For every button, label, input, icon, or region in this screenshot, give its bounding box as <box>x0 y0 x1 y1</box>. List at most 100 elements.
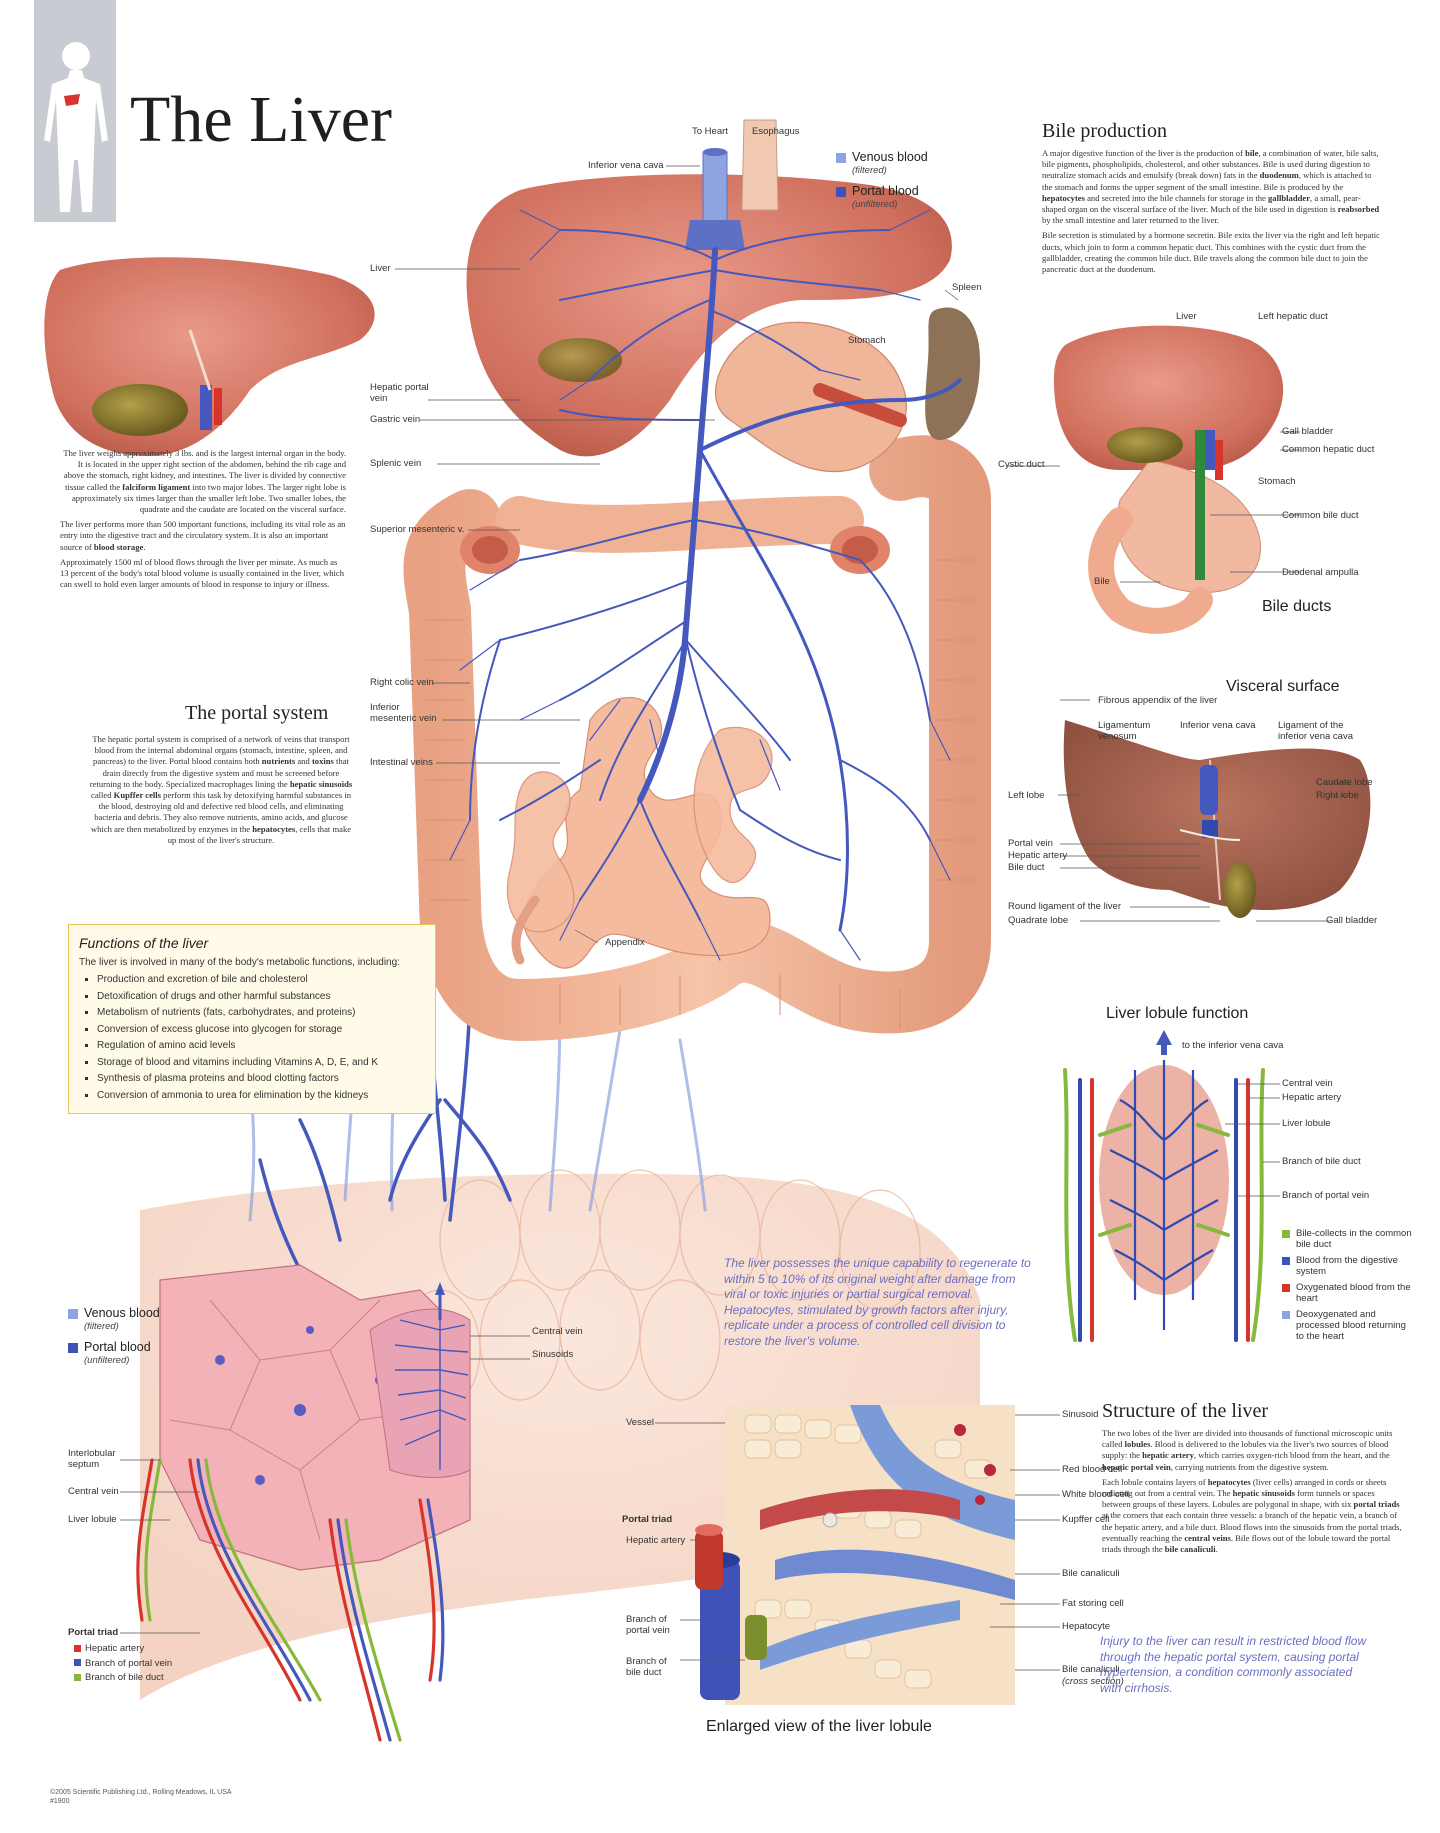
inferior-vena-cava <box>702 151 728 226</box>
label-splenic-vein: Splenic vein <box>370 458 422 469</box>
label-inferior-vena-cava: Inferior vena cava <box>588 160 664 171</box>
triad-item-artery: Hepatic artery <box>74 1642 172 1657</box>
ll-label-sinusoids: Sinusoids <box>532 1349 574 1360</box>
bd-label-left-hepatic: Left hepatic duct <box>1258 311 1328 322</box>
bd-label-liver: Liver <box>1176 311 1197 322</box>
structure-paragraph-1: The two lobes of the liver are divided i… <box>1102 1428 1393 1472</box>
function-item: Production and excretion of bile and cho… <box>97 972 425 989</box>
lobule-legend-item: Bile-collects in the common bile duct <box>1282 1228 1412 1250</box>
vs-label-caudate: Caudate lobe <box>1316 777 1373 788</box>
bile-ducts-heading: Bile ducts <box>1262 598 1332 615</box>
bile-ducts-figure <box>1053 325 1284 634</box>
bile-paragraph-2: Bile secretion is stimulated by a hormon… <box>1042 230 1380 275</box>
legend-portal: Portal blood <box>836 184 928 198</box>
lobule-legend: Bile-collects in the common bile duct Bl… <box>1282 1228 1412 1342</box>
vs-label-quadrate: Quadrate lobe <box>1008 915 1069 926</box>
el-label-bile-canaliculi: Bile canaliculi <box>1062 1568 1120 1579</box>
regenerate-note: The liver possesses the unique capabilit… <box>724 1256 1031 1348</box>
function-item: Conversion of excess glucose into glycog… <box>97 1022 425 1039</box>
label-gastric-vein: Gastric vein <box>370 414 421 425</box>
el-label-hepatic-artery: Hepatic artery <box>626 1535 686 1546</box>
legend-venous-sub: (filtered) <box>852 165 887 176</box>
triad-item-bile: Branch of bile duct <box>74 1671 172 1686</box>
vs-label-ligament-ivc: Ligament of the inferior vena cava <box>1278 720 1353 742</box>
bd-label-stomach: Stomach <box>1258 476 1296 487</box>
function-item: Detoxification of drugs and other harmfu… <box>97 989 425 1006</box>
enlarged-lobule-figure <box>695 1405 1015 1705</box>
bile-production-text: A major digestive function of the liver … <box>1042 148 1382 279</box>
bd-label-cystic-duct: Cystic duct <box>998 459 1045 470</box>
small-intestine <box>506 697 773 969</box>
portal-vein-network <box>449 209 962 961</box>
gallbladder <box>538 338 622 382</box>
lower-legend: Venous blood (filtered) Portal blood (un… <box>68 1306 160 1368</box>
label-esophagus: Esophagus <box>752 126 800 137</box>
ll-label-central-vein-r: Central vein <box>532 1326 583 1337</box>
function-item: Metabolism of nutrients (fats, carbohydr… <box>97 1005 425 1022</box>
el-label-kupffer: Kupffer cell <box>1062 1514 1110 1525</box>
el-label-fat-storing: Fat storing cell <box>1062 1598 1124 1609</box>
vs-label-bile-duct: Bile duct <box>1008 862 1045 873</box>
lobule-block-figure <box>136 1264 471 1742</box>
vs-label-right-lobe: Right lobe <box>1316 790 1359 801</box>
esophagus <box>741 119 779 211</box>
el-label-branch-bile: Branch of bile duct <box>626 1656 667 1678</box>
vs-label-portal-vein: Portal vein <box>1008 838 1053 849</box>
ll-label-liver-lobule: Liver lobule <box>68 1514 117 1525</box>
bd-label-gall-bladder: Gall bladder <box>1282 426 1334 437</box>
visceral-surface-heading: Visceral surface <box>1226 678 1340 695</box>
page-title: The Liver <box>130 83 393 156</box>
vs-label-ligamentum: Ligamentum venosum <box>1098 720 1151 742</box>
catalog-number: #1900 <box>50 1798 70 1805</box>
structure-paragraph-2: Each lobule contains layers of hepatocyt… <box>1102 1476 1402 1555</box>
lobule-function-figure <box>1063 1030 1265 1342</box>
spleen <box>925 307 980 440</box>
vs-label-gall-bladder: Gall bladder <box>1326 915 1378 926</box>
copyright: ©2005 Scientific Publishing Ltd., Rollin… <box>50 1788 232 1806</box>
ll-label-interlobular: Interlobular septum <box>68 1448 116 1470</box>
el-label-sinusoid: Sinusoid <box>1062 1409 1099 1420</box>
intro-paragraph-2: The liver performs more than 500 importa… <box>60 519 346 552</box>
lower-legend-portal: Portal blood <box>68 1340 160 1354</box>
stomach <box>714 321 907 473</box>
el-label-hepatocyte: Hepatocyte <box>1062 1621 1111 1632</box>
label-to-heart: To Heart <box>692 126 728 137</box>
legend-portal-sub: (unfiltered) <box>852 199 898 210</box>
lobule-legend-item: Oxygenated blood from the heart <box>1282 1282 1412 1304</box>
el-label-bile-canaliculi-cs: Bile canaliculi <box>1062 1664 1120 1675</box>
vs-label-left-lobe: Left lobe <box>1008 790 1045 801</box>
label-liver: Liver <box>370 263 391 274</box>
lf-label-central-vein: Central vein <box>1282 1078 1333 1089</box>
vs-label-ivc: Inferior vena cava <box>1180 720 1256 731</box>
lf-label-hepatic-artery: Hepatic artery <box>1282 1092 1342 1103</box>
bile-paragraph-1: A major digestive function of the liver … <box>1042 148 1380 226</box>
function-item: Storage of blood and vitamins including … <box>97 1055 425 1072</box>
el-label-branch-portal: Branch of portal vein <box>626 1614 670 1636</box>
label-inferior-mesenteric: Inferior mesenteric vein <box>370 702 437 724</box>
intro-paragraph-3: Approximately 1500 ml of blood flows thr… <box>60 556 345 590</box>
vs-label-hepatic-artery: Hepatic artery <box>1008 850 1068 861</box>
structure-text: The two lobes of the liver are divided i… <box>1102 1428 1402 1559</box>
lower-legend-venous: Venous blood <box>68 1306 160 1320</box>
lf-label-liver-lobule: Liver lobule <box>1282 1118 1331 1129</box>
label-stomach: Stomach <box>848 335 886 346</box>
enlarged-caption: Enlarged view of the liver lobule <box>706 1718 932 1735</box>
label-superior-mesenteric: Superior mesenteric v. <box>370 524 465 535</box>
functions-heading: Functions of the liver <box>79 935 209 951</box>
functions-box: Functions of the liver The liver is invo… <box>68 924 436 1114</box>
intro-text: The liver weighs approximately 3 lbs. an… <box>60 448 346 594</box>
bd-label-duodenal: Duodenal ampulla <box>1282 567 1359 578</box>
label-spleen: Spleen <box>952 282 982 293</box>
el-label-wbc: White blood cell <box>1062 1489 1130 1500</box>
label-appendix: Appendix <box>605 937 645 948</box>
bile-production-heading: Bile production <box>1042 120 1167 142</box>
lf-label-to-ivc: to the inferior vena cava <box>1182 1040 1284 1051</box>
label-intestinal-veins: Intestinal veins <box>370 757 433 768</box>
portal-system-heading: The portal system <box>185 702 329 724</box>
structure-heading: Structure of the liver <box>1102 1400 1269 1422</box>
top-left-liver <box>44 257 375 456</box>
legend-venous: Venous blood <box>836 150 928 164</box>
lobule-legend-item: Blood from the digestive system <box>1282 1255 1412 1277</box>
function-item: Conversion of ammonia to urea for elimin… <box>97 1088 425 1105</box>
